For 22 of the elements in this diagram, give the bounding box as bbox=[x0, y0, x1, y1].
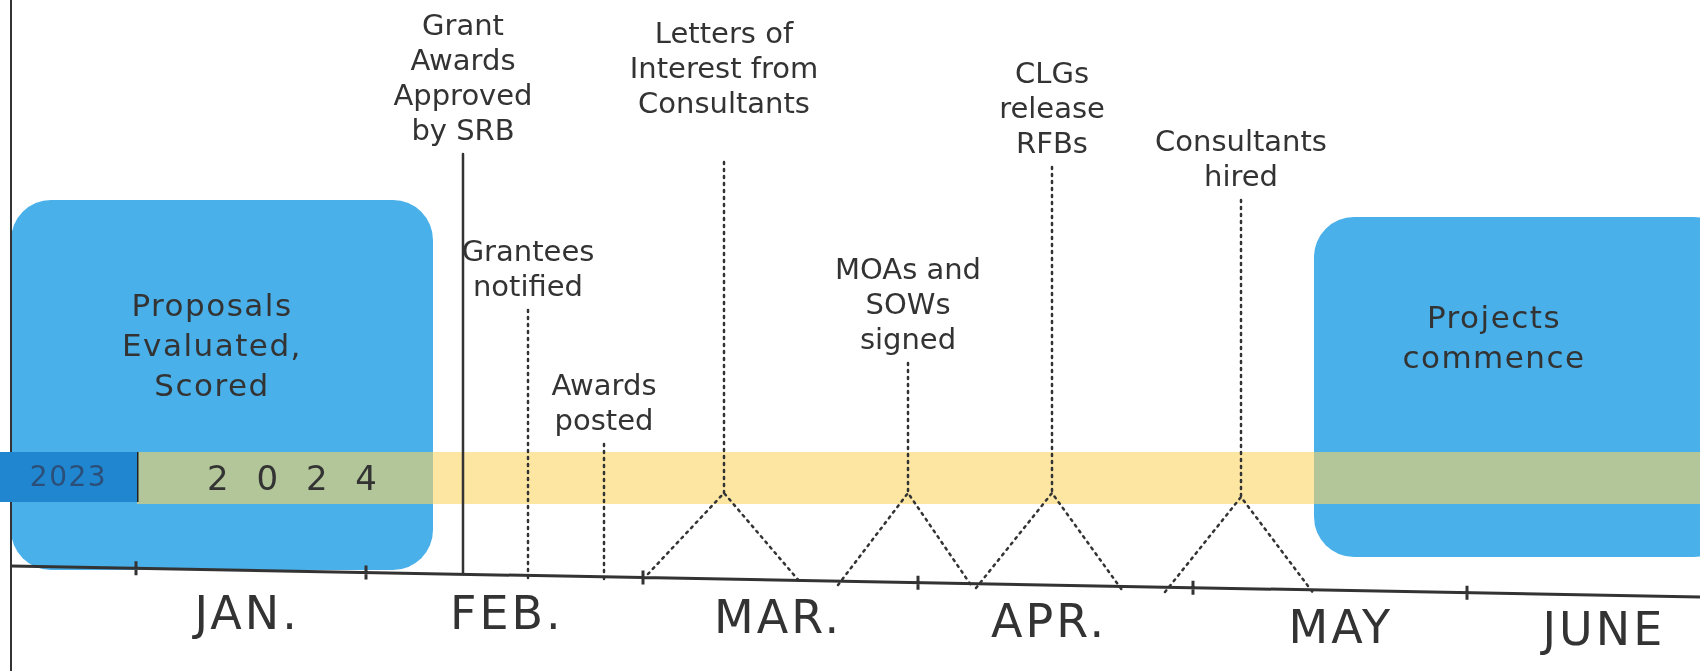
year-segment: 2023 bbox=[0, 452, 137, 502]
leader-line bbox=[526, 308, 530, 580]
milestone-label: Consultants hired bbox=[1116, 124, 1366, 196]
milestone-label: Awards posted bbox=[509, 368, 699, 440]
month-label: MAY bbox=[1288, 600, 1394, 654]
leader-line bbox=[974, 165, 1124, 592]
month-label: JUNE bbox=[1542, 602, 1666, 656]
leader-line bbox=[602, 442, 606, 582]
phase-block: Projects commence bbox=[1314, 217, 1700, 557]
month-label: JAN. bbox=[194, 586, 300, 640]
milestone-label: Grantees notified bbox=[440, 234, 616, 306]
leader-line bbox=[461, 152, 465, 576]
milestone-label: Grant Awards Approved by SRB bbox=[378, 8, 548, 150]
year-band: 2 0 2 4 bbox=[137, 452, 1700, 504]
leader-line bbox=[646, 160, 802, 584]
milestone-label: MOAs and SOWs signed bbox=[818, 252, 998, 359]
month-label: FEB. bbox=[450, 586, 564, 640]
month-label: MAR. bbox=[714, 590, 843, 644]
month-label: APR. bbox=[991, 594, 1108, 648]
leader-line bbox=[1163, 198, 1316, 596]
milestone-label: Letters of Interest from Consultants bbox=[629, 16, 819, 158]
milestone-label: CLGs release RFBs bbox=[990, 56, 1114, 163]
